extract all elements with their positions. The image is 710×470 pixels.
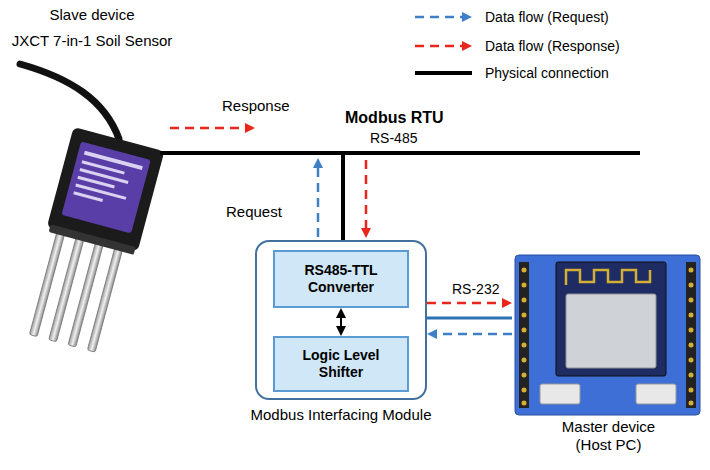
- host-board-illustration: [515, 255, 700, 415]
- module-box: Modbus Interfacing ModuleRS485-TTL Conve…: [255, 240, 427, 430]
- device-label: JXCT 7-in-1 Soil Sensor: [2, 32, 182, 50]
- protocol-label: Modbus RTU: [345, 108, 444, 127]
- device-label: Master device (Host PC): [549, 418, 669, 454]
- pin-header: [519, 262, 696, 408]
- host-board-illustration: [515, 255, 700, 415]
- response-flow-arrow: [427, 302, 502, 305]
- device-illustration: Slave deviceJXCT 7-in-1 Soil Sensor: [2, 2, 182, 342]
- device-label: Slave device: [2, 6, 182, 24]
- pin-header: [686, 262, 696, 408]
- interface-label: RS-232: [452, 281, 499, 298]
- physical-sample: [415, 71, 472, 75]
- pin-header: [689, 358, 694, 363]
- pin-header: [689, 313, 694, 318]
- wifi-module: [556, 262, 666, 376]
- legend-text: Physical connection: [485, 65, 609, 82]
- sensor-body: [19, 127, 165, 356]
- flow-label: Response: [222, 97, 290, 115]
- pin-header: [522, 373, 527, 378]
- rs232-link: [427, 317, 512, 320]
- response-flow-arrow: [170, 127, 245, 130]
- sensor-body: [87, 234, 126, 352]
- legend-item: Data flow (Request): [485, 9, 609, 26]
- flow-label: Request: [226, 203, 282, 221]
- pin-header: [689, 373, 694, 378]
- pin-header: [522, 328, 527, 333]
- pin-header: [522, 283, 527, 288]
- box-text: RS485-TTL Converter: [283, 262, 399, 296]
- pin-header: [522, 343, 527, 348]
- pin-header: [689, 298, 694, 303]
- sensor-cable: [20, 64, 119, 139]
- pin-header: [689, 268, 694, 273]
- device-label: Modbus Interfacing Module: [215, 406, 467, 424]
- protocol-label: Modbus RTU: [345, 108, 444, 127]
- bus-wire: [343, 151, 640, 155]
- legend-item: Data flow (Response): [485, 38, 620, 55]
- protocol-label: RS-485: [370, 130, 417, 147]
- box-text: Logic Level Shifter: [283, 347, 399, 381]
- request-flow-arrow: [317, 168, 320, 237]
- legend-text: Data flow (Request): [485, 9, 609, 26]
- metal-shield: [566, 294, 656, 368]
- sensor-body: [79, 168, 128, 184]
- board-component: [636, 384, 676, 404]
- sensor-body: [61, 141, 150, 233]
- pin-header: [689, 343, 694, 348]
- flow-label: Request: [226, 203, 282, 221]
- response-flow-arrow: [365, 160, 368, 228]
- process-box: Logic Level Shifter: [273, 336, 409, 392]
- pin-header: [522, 313, 527, 318]
- request-flow-arrow: [437, 333, 512, 336]
- process-box: RS485-TTL Converter: [273, 250, 409, 308]
- antenna-trace: [566, 270, 650, 285]
- sensor-body: [84, 151, 143, 170]
- pin-header: [522, 268, 527, 273]
- bus-wire: [160, 151, 184, 155]
- pin-header: [522, 401, 527, 406]
- request-sample: [415, 16, 462, 19]
- response-sample: [415, 45, 462, 48]
- protocol-label: RS-485: [370, 130, 417, 147]
- legend-item: Physical connection: [485, 65, 609, 82]
- board-component: [540, 384, 580, 404]
- pin-header: [689, 388, 694, 393]
- legend-samples: [415, 17, 472, 73]
- legend-text: Data flow (Response): [485, 38, 620, 55]
- rs485-bus: [182, 153, 343, 240]
- pin-header: [689, 401, 694, 406]
- pin-header: [689, 283, 694, 288]
- pin-header: [689, 328, 694, 333]
- interface-label: RS-232: [452, 281, 499, 298]
- device-illustration: Master device (Host PC): [512, 250, 705, 460]
- sensor-body: [49, 224, 136, 255]
- pin-header: [522, 388, 527, 393]
- sensor-body: [75, 184, 126, 200]
- double-arrow: [340, 318, 342, 326]
- sensor-body: [73, 191, 103, 202]
- pin-header: [522, 298, 527, 303]
- pin-header: [519, 262, 529, 408]
- flow-label: Response: [222, 97, 290, 115]
- soil-sensor-illustration: [19, 64, 165, 356]
- pin-header: [522, 358, 527, 363]
